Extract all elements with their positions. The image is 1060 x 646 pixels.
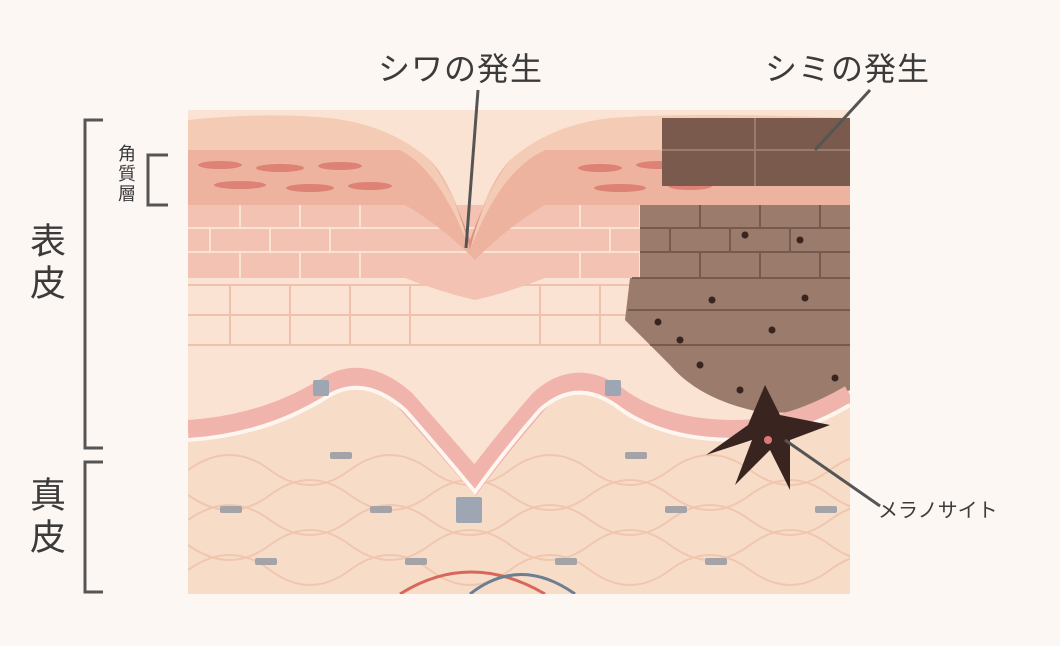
wrinkle-leader-line [464, 89, 480, 249]
blood-vessel-red [399, 570, 546, 594]
melanocyte-label: メラノサイト [878, 498, 998, 522]
surface-spot-texture [662, 118, 850, 186]
melanocyte-nucleus [764, 436, 772, 444]
melanocyte-leader-line [784, 438, 881, 508]
stratum-corneum-label: 角質層 [115, 144, 136, 204]
melanin-dots [654, 231, 839, 394]
spot-leader-line [813, 88, 872, 152]
corneum-bracket [146, 153, 168, 207]
blood-vessel-blue [469, 573, 576, 594]
dermis-label: 真皮 [24, 476, 65, 560]
basal-layer [188, 367, 850, 496]
pigment-bricks [628, 205, 850, 346]
fibroblasts [220, 452, 837, 565]
epidermis-label: 表皮 [24, 222, 65, 306]
spot-label: シミの発生 [765, 50, 931, 88]
dermis-bracket [83, 460, 103, 594]
basal-membrane [188, 385, 850, 496]
basal-markers [313, 380, 621, 523]
wrinkle-label: シワの発生 [378, 50, 544, 88]
epidermis-bracket [83, 118, 103, 450]
